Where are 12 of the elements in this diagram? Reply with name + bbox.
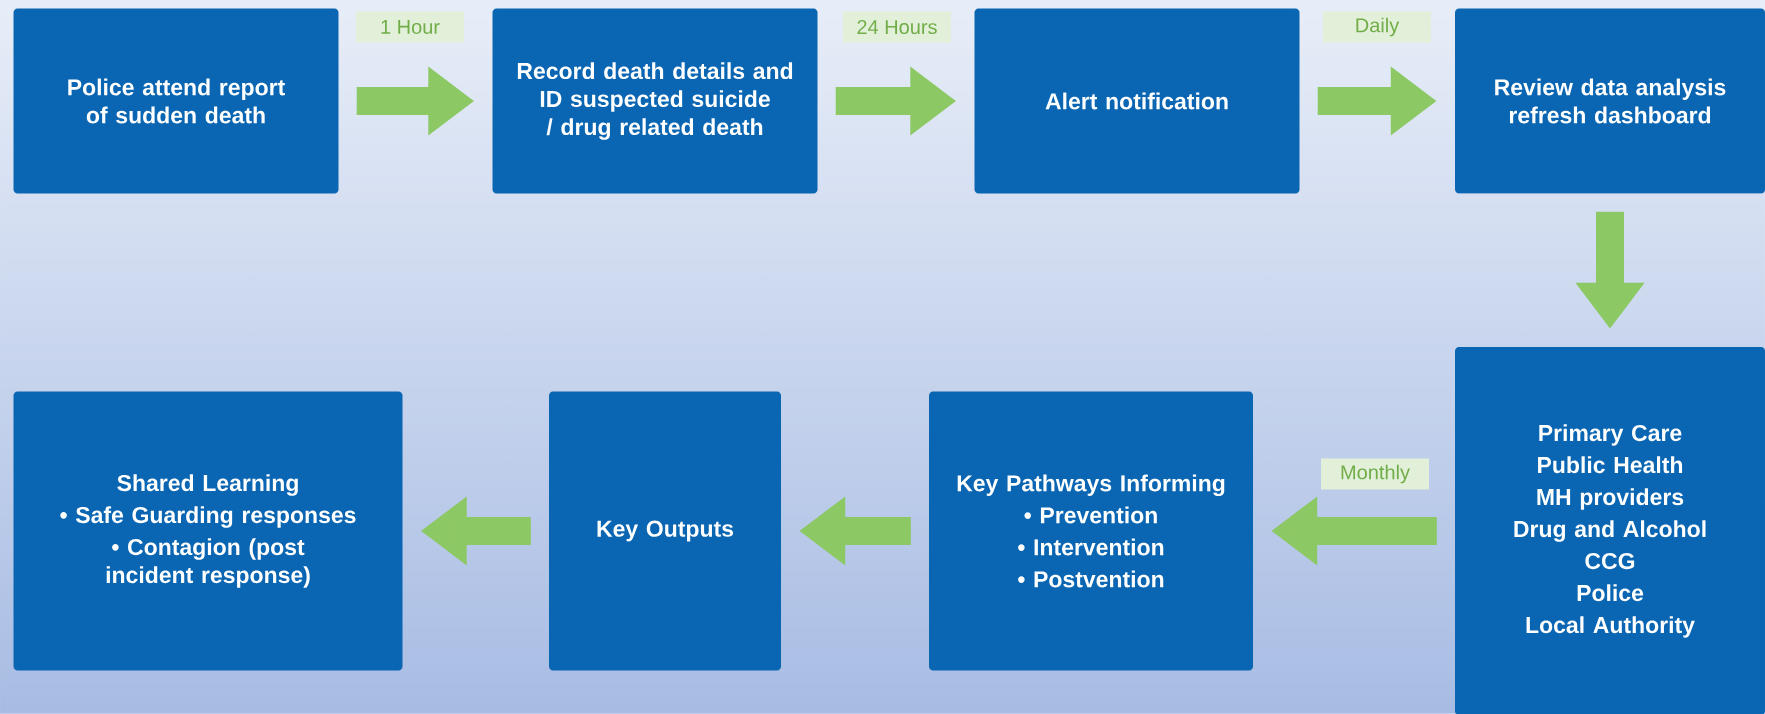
process-box: Primary Care Public Health MH providers Drug and Alcohol CCG Police Local Authority	[1455, 347, 1765, 714]
process-box: Key Pathways Informing • Prevention • Intervention • Postvention	[929, 391, 1253, 671]
edge-label: 1 Hour	[356, 11, 464, 43]
process-box: Record death details and ID suspected suicide / drug related death	[492, 8, 818, 194]
edge-label: 24 Hours	[843, 11, 951, 43]
edge-label: Daily	[1323, 11, 1431, 43]
process-box: Police attend report of sudden death	[13, 8, 339, 194]
edge-label: Monthly	[1321, 458, 1429, 490]
process-box: Alert notification	[974, 8, 1300, 194]
process-box: Shared Learning • Safe Guarding responses • Contagion (post incident response)	[13, 391, 403, 671]
process-box: Review data analysis refresh dashboard	[1455, 8, 1765, 194]
process-box: Key Outputs	[549, 391, 781, 671]
